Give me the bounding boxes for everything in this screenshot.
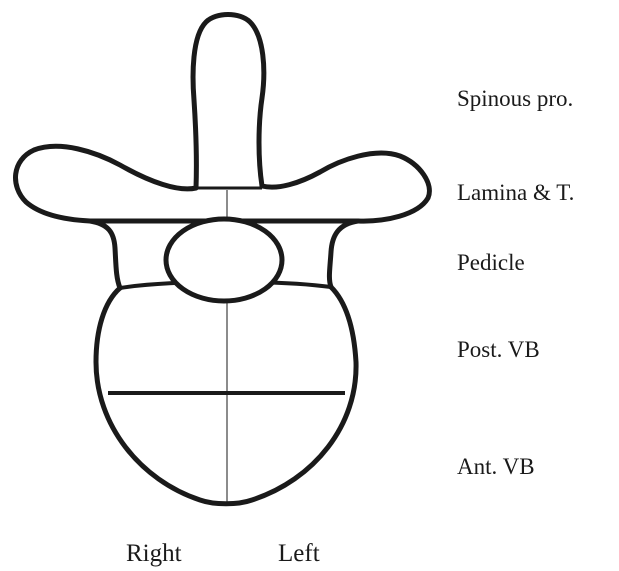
vertebral-body-outline xyxy=(96,287,356,504)
label-anterior-vertebral-body: Ant. VB xyxy=(457,455,535,478)
label-spinous-process: Spinous pro. xyxy=(457,87,573,110)
pedicle-right-wall xyxy=(90,221,120,288)
vertebral-foramen xyxy=(166,219,282,301)
label-right-side: Right xyxy=(126,541,182,566)
label-pedicle: Pedicle xyxy=(457,251,525,274)
pedicle-left-wall xyxy=(329,221,358,287)
label-lamina-transverse: Lamina & T. xyxy=(457,181,574,204)
lamina-transverse-outline xyxy=(16,15,430,222)
label-posterior-vertebral-body: Post. VB xyxy=(457,338,540,361)
label-left-side: Left xyxy=(278,541,320,566)
